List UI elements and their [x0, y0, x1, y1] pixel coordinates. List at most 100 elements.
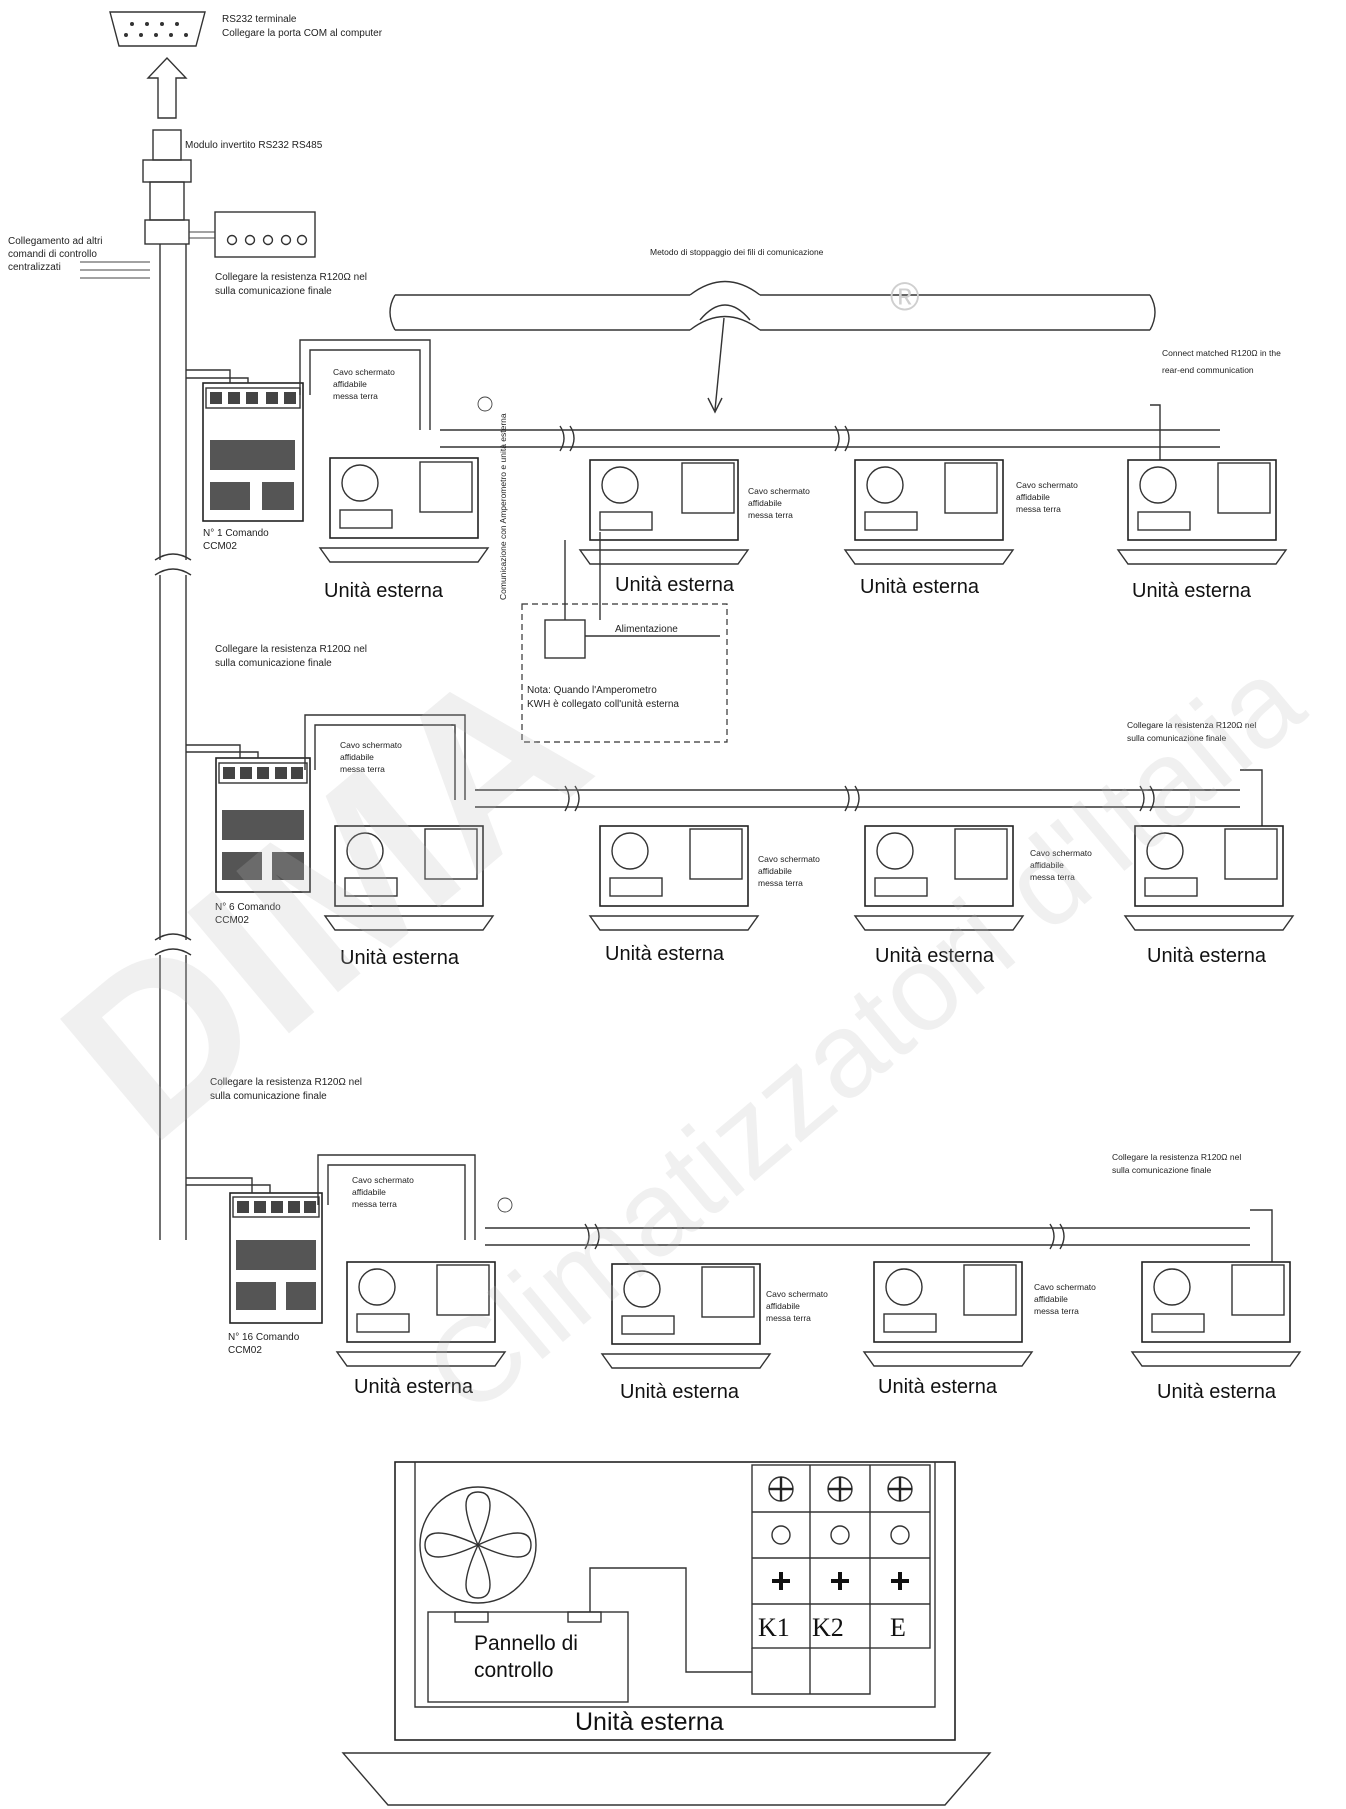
resistor-label-c1-l1: Collegare la resistenza R120Ω nel [215, 272, 367, 283]
controller-3-label-1: N° 16 Comando [228, 1332, 300, 1343]
shielded-r3b-l1: Cavo schermato [766, 1289, 828, 1299]
main-bus-cable [154, 244, 192, 1240]
row1-cables [299, 339, 1220, 471]
detail-unit-label: Unità esterna [575, 1708, 724, 1736]
detail-unit [341, 1461, 992, 1806]
shielded-r1b-l1: Cavo schermato [748, 486, 810, 496]
controller-1 [202, 382, 304, 522]
shielded-r2a-l3: messa terra [340, 764, 385, 774]
shielded-r1c-l3: messa terra [1016, 504, 1061, 514]
link-other-label-1: Collegamento ad altri [8, 236, 103, 247]
rear-end-label-l1: Connect matched R120Ω in the [1162, 348, 1281, 358]
outdoor-unit-r2-3 [853, 825, 1025, 931]
rear-end-label-l2: rear-end communication [1162, 365, 1254, 375]
converter-module-label: Modulo invertito RS232 RS485 [185, 140, 323, 151]
controller-2-label-2: CCM02 [215, 915, 249, 926]
outdoor-unit-r2-4 [1123, 825, 1295, 931]
outdoor-unit-r2-1 [323, 825, 495, 931]
terminal-k1-label: K1 [758, 1613, 790, 1642]
resistor-label-c3-l1: Collegare la resistenza R120Ω nel [210, 1077, 362, 1088]
link-other-label-2: comandi di controllo [8, 249, 97, 260]
outdoor-unit-r1-1-label: Unità esterna [324, 580, 444, 602]
row3-cables [317, 1154, 1273, 1269]
control-panel-label-l2: controllo [474, 1659, 553, 1682]
outdoor-unit-r3-4 [1130, 1261, 1302, 1367]
up-arrow-icon [146, 56, 188, 119]
outdoor-unit-r3-3 [862, 1261, 1034, 1367]
controller-3-label-2: CCM02 [228, 1345, 262, 1356]
shielded-r2c-l3: messa terra [1030, 872, 1075, 882]
shielded-r1a-l2: affidabile [333, 379, 367, 389]
outdoor-unit-r2-2 [588, 825, 760, 931]
resistor-label-c2-l2: sulla comunicazione finale [215, 658, 332, 669]
splice-cable [389, 280, 1156, 414]
controller-2-label-1: N° 6 Comando [215, 902, 281, 913]
shielded-r1c-l2: affidabile [1016, 492, 1050, 502]
shielded-r1a-l3: messa terra [333, 391, 378, 401]
outdoor-unit-r2-4-label: Unità esterna [1147, 945, 1267, 967]
detail-screw-icons [768, 1476, 913, 1590]
outdoor-unit-r3-1-label: Unità esterna [354, 1376, 474, 1398]
outdoor-unit-r1-1 [318, 457, 490, 563]
outdoor-unit-r1-4 [1116, 459, 1288, 565]
shielded-r2a-l2: affidabile [340, 752, 374, 762]
controller-1-label-1: N° 1 Comando [203, 528, 269, 539]
terminal-e-label: E [890, 1613, 906, 1642]
resistor-r3-right-l1: Collegare la resistenza R120Ω nel [1112, 1152, 1241, 1162]
outdoor-unit-r1-2 [578, 459, 750, 565]
resistor-r2-right-l2: sulla comunicazione finale [1127, 733, 1226, 743]
shielded-r1c-l1: Cavo schermato [1016, 480, 1078, 490]
note-label-l2: KWH è collegato coll'unità esterna [527, 699, 679, 710]
controller-3 [229, 1192, 323, 1324]
shielded-r3c-l2: affidabile [1034, 1294, 1068, 1304]
outdoor-unit-r1-3 [843, 459, 1015, 565]
outdoor-unit-r3-2-label: Unità esterna [620, 1381, 740, 1403]
shielded-r1b-l2: affidabile [748, 498, 782, 508]
shielded-r3b-l2: affidabile [766, 1301, 800, 1311]
ammeter-comm-label: Comunicazione con Amperometro e unità es… [498, 413, 508, 600]
outdoor-unit-r2-2-label: Unità esterna [605, 943, 725, 965]
shielded-r3c-l3: messa terra [1034, 1306, 1079, 1316]
shielded-r2b-l3: messa terra [758, 878, 803, 888]
outdoor-unit-r1-4-label: Unità esterna [1132, 580, 1252, 602]
resistor-label-c3-l2: sulla comunicazione finale [210, 1091, 327, 1102]
shielded-r3a-l1: Cavo schermato [352, 1175, 414, 1185]
shielded-r2b-l2: affidabile [758, 866, 792, 876]
rs232-connector [109, 11, 206, 47]
shielded-r1a-l1: Cavo schermato [333, 367, 395, 377]
shielded-r3a-l2: affidabile [352, 1187, 386, 1197]
splice-method-label: Metodo di stoppaggio dei fili di comunic… [650, 247, 824, 257]
outdoor-unit-r3-4-label: Unità esterna [1157, 1381, 1277, 1403]
resistor-label-c2-l1: Collegare la resistenza R120Ω nel [215, 644, 367, 655]
outdoor-unit-r2-3-label: Unità esterna [875, 945, 995, 967]
rs232-terminal-label: RS232 terminale [222, 14, 297, 25]
power-label: Alimentazione [615, 624, 678, 635]
rs232-connect-label: Collegare la porta COM al computer [222, 28, 383, 39]
resistor-r3-right-l2: sulla comunicazione finale [1112, 1165, 1211, 1175]
outdoor-unit-r2-1-label: Unità esterna [340, 947, 460, 969]
shielded-r2b-l1: Cavo schermato [758, 854, 820, 864]
converter-module [142, 129, 316, 258]
terminal-k2-label: K2 [812, 1613, 844, 1642]
shielded-r2c-l1: Cavo schermato [1030, 848, 1092, 858]
registered-mark: ® [890, 275, 919, 319]
shielded-r1b-l3: messa terra [748, 510, 793, 520]
outdoor-unit-r3-3-label: Unità esterna [878, 1376, 998, 1398]
shielded-r2a-l1: Cavo schermato [340, 740, 402, 750]
control-panel-label-l1: Pannello di [474, 1632, 578, 1655]
shielded-r3a-l3: messa terra [352, 1199, 397, 1209]
ammeter-block [521, 532, 728, 743]
outdoor-unit-r3-2 [600, 1263, 772, 1369]
outdoor-unit-r3-1 [335, 1261, 507, 1367]
controller-1-label-2: CCM02 [203, 541, 237, 552]
resistor-r2-right-l1: Collegare la resistenza R120Ω nel [1127, 720, 1256, 730]
shielded-r3b-l3: messa terra [766, 1313, 811, 1323]
link-other-label-3: centralizzati [8, 262, 61, 273]
note-label-l1: Nota: Quando l'Amperometro [527, 685, 657, 696]
outdoor-unit-r1-2-label: Unità esterna [615, 574, 735, 596]
row2-cables [304, 714, 1263, 831]
controller-2 [215, 757, 311, 893]
shielded-r2c-l2: affidabile [1030, 860, 1064, 870]
shielded-r3c-l1: Cavo schermato [1034, 1282, 1096, 1292]
